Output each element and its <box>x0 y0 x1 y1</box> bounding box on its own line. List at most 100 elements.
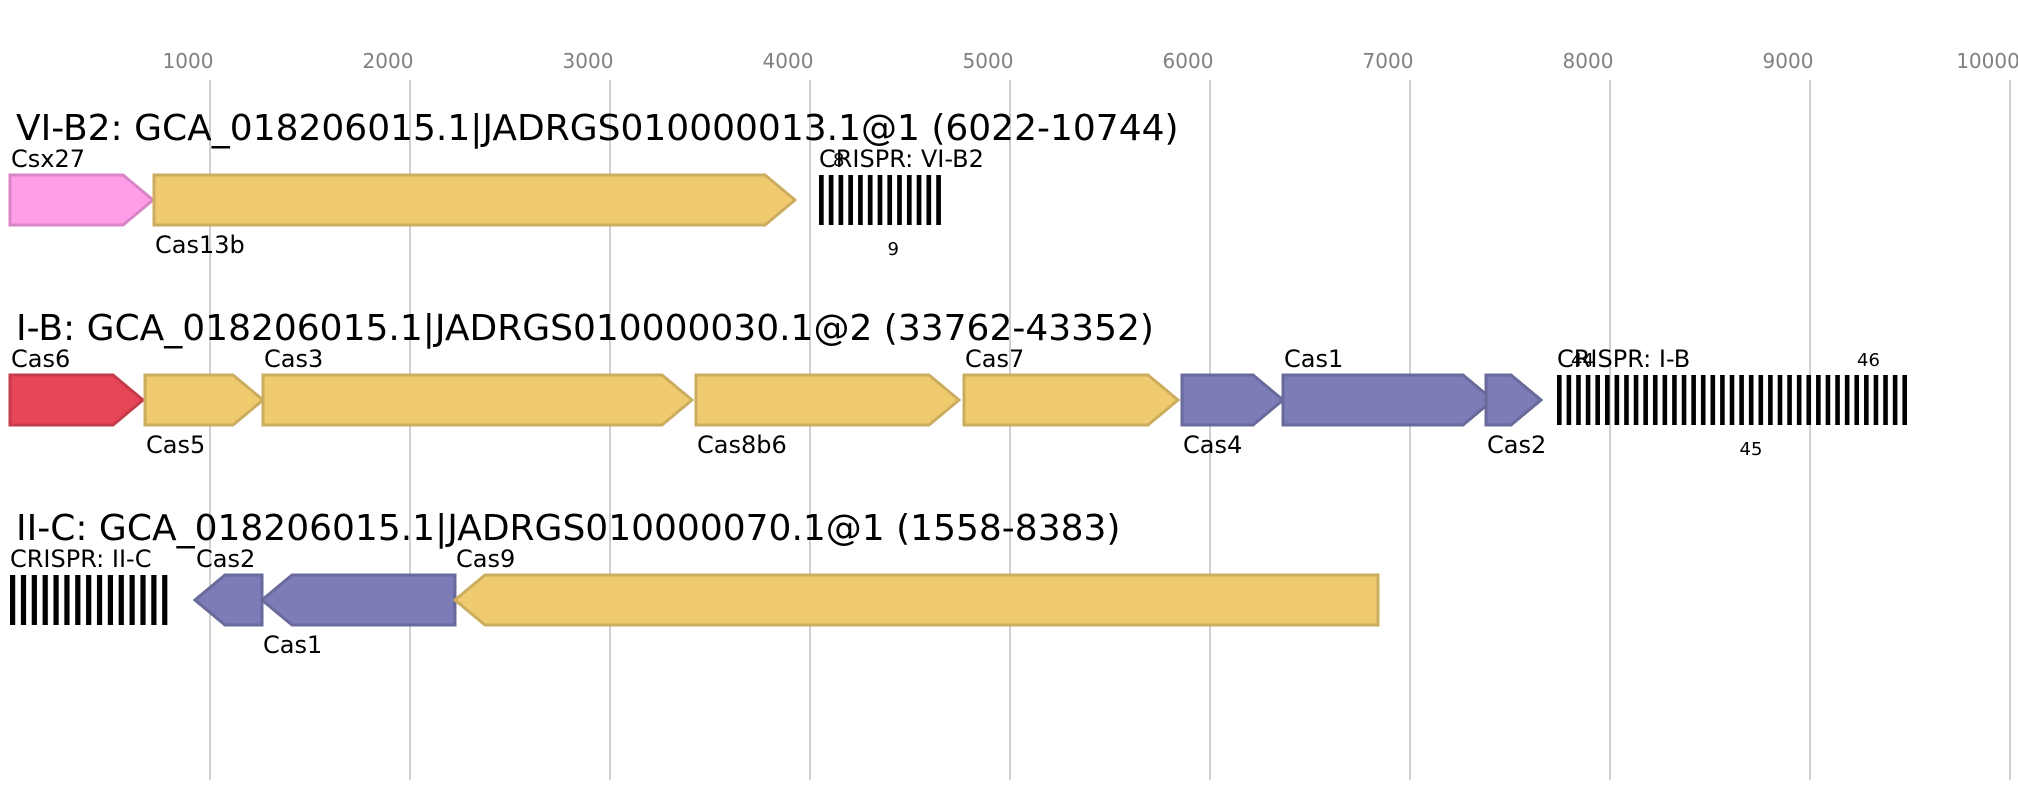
tick-label: 1000 <box>163 49 214 73</box>
crispr-repeat <box>118 575 124 625</box>
gene-cas7-label: Cas7 <box>965 345 1024 373</box>
crispr-repeat <box>1864 375 1869 425</box>
crispr-array-label: CRISPR: II-C <box>10 545 151 573</box>
gene-csx27-label: Csx27 <box>11 145 85 173</box>
crispr-repeat <box>1672 375 1677 425</box>
crispr-repeat <box>1633 375 1639 425</box>
crispr-repeat <box>1643 375 1648 425</box>
crispr-repeat <box>96 575 103 625</box>
crispr-count-bottom: 45 <box>1740 439 1763 460</box>
gene-cas8b6-label: Cas8b6 <box>697 431 787 459</box>
gene-cas3-label: Cas3 <box>264 345 323 373</box>
tick-label: 10000 <box>1956 49 2018 73</box>
crispr-count-top: 8 <box>833 150 844 171</box>
gene-cas6-arrow <box>8 373 146 427</box>
crispr-repeat <box>42 575 48 625</box>
crispr-repeat <box>162 575 168 625</box>
crispr-repeat <box>819 175 824 225</box>
crispr-repeat <box>1835 375 1840 425</box>
gene-cas1-arrow <box>259 573 457 627</box>
gene-cas13b-arrow <box>152 173 798 227</box>
crispr-repeat <box>1854 375 1860 425</box>
crispr-repeat <box>887 175 893 225</box>
crispr-repeat <box>1777 375 1783 425</box>
gene-cas2-label: Cas2 <box>196 545 255 573</box>
crispr-repeat <box>867 175 873 225</box>
crispr-repeat <box>1883 375 1888 425</box>
crispr-repeat <box>1902 375 1908 425</box>
crispr-repeat <box>1614 375 1620 425</box>
crispr-repeat <box>1787 375 1792 425</box>
gene-cas1-arrow <box>1281 373 1496 427</box>
crispr-repeat <box>75 575 81 625</box>
gene-cas2-arrow <box>1484 373 1544 427</box>
crispr-repeat <box>877 175 883 225</box>
gene-cas1-label: Cas1 <box>263 631 322 659</box>
crispr-repeat <box>936 175 941 225</box>
crispr-repeat <box>1700 375 1706 425</box>
crispr-repeat <box>1662 375 1668 425</box>
crispr-repeat <box>129 575 135 625</box>
crispr-repeat <box>906 175 912 225</box>
crispr-repeat <box>31 575 37 625</box>
gene-cas6-label: Cas6 <box>11 345 70 373</box>
gene-cas4-label: Cas4 <box>1183 431 1242 459</box>
crispr-repeat <box>1595 375 1600 425</box>
crispr-repeat <box>1585 375 1591 425</box>
tick-label: 5000 <box>963 49 1014 73</box>
crispr-repeat <box>1796 375 1802 425</box>
tick-label: 2000 <box>363 49 414 73</box>
crispr-repeat <box>1816 375 1821 425</box>
tick-label: 9000 <box>1763 49 1814 73</box>
gene-cas9-arrow <box>452 573 1380 627</box>
crispr-repeat <box>1806 375 1812 425</box>
crispr-repeat <box>1681 375 1687 425</box>
crispr-repeat <box>1844 375 1850 425</box>
gene-cas3-arrow <box>261 373 695 427</box>
crispr-repeat <box>53 575 59 625</box>
crispr-repeat <box>1566 375 1572 425</box>
crispr-repeat <box>1758 375 1764 425</box>
gene-cas9-label: Cas9 <box>456 545 515 573</box>
gene-cas8b6-arrow <box>694 373 962 427</box>
tick-label: 3000 <box>563 49 614 73</box>
crispr-repeat <box>1748 375 1754 425</box>
gene-cas2-label: Cas2 <box>1487 431 1546 459</box>
crispr-repeat <box>838 175 844 225</box>
crispr-repeat <box>86 575 92 625</box>
locus-i-b: Cas6Cas5Cas3Cas8b6Cas7Cas4Cas1Cas2CRISPR… <box>8 345 1908 460</box>
crispr-repeat <box>140 575 146 625</box>
crispr-repeat <box>858 175 863 225</box>
crispr-repeat <box>828 175 834 225</box>
gene-cas1-label: Cas1 <box>1284 345 1343 373</box>
locus-title-i-b: I-B: GCA_018206015.1|JADRGS010000030.1@2… <box>16 308 1154 349</box>
crispr-array-label: CRISPR: VI-B2 <box>819 145 984 173</box>
gene-cas5-label: Cas5 <box>146 431 205 459</box>
crispr-repeat <box>1768 375 1773 425</box>
crispr-repeat <box>897 175 902 225</box>
crispr-repeat <box>20 575 27 625</box>
crispr-repeat <box>1729 375 1735 425</box>
tick-label: 8000 <box>1563 49 1614 73</box>
crispr-count-top-right: 46 <box>1857 350 1880 371</box>
crispr-repeat <box>64 575 70 625</box>
crispr-repeat <box>926 175 932 225</box>
tick-label: 6000 <box>1163 49 1214 73</box>
crispr-repeat <box>1739 375 1744 425</box>
crispr-repeat <box>107 575 114 625</box>
crispr-repeat <box>916 175 922 225</box>
tick-label: 4000 <box>763 49 814 73</box>
gene-cas13b-label: Cas13b <box>155 231 245 259</box>
locus-title-vi-b2: VI-B2: GCA_018206015.1|JADRGS010000013.1… <box>16 108 1179 149</box>
crispr-count-top: 44 <box>1571 350 1594 371</box>
tick-label: 7000 <box>1363 49 1414 73</box>
crispr-repeat <box>1557 375 1562 425</box>
crispr-repeat <box>1624 375 1629 425</box>
axis-ticks: 1000 2000 3000 4000 5000 6000 7000 8000 9000 1000… <box>163 49 2018 73</box>
crispr-repeat <box>1710 375 1716 425</box>
gene-cas4-arrow <box>1180 373 1286 427</box>
crispr-repeat <box>1720 375 1725 425</box>
gene-csx27-arrow <box>8 173 156 227</box>
